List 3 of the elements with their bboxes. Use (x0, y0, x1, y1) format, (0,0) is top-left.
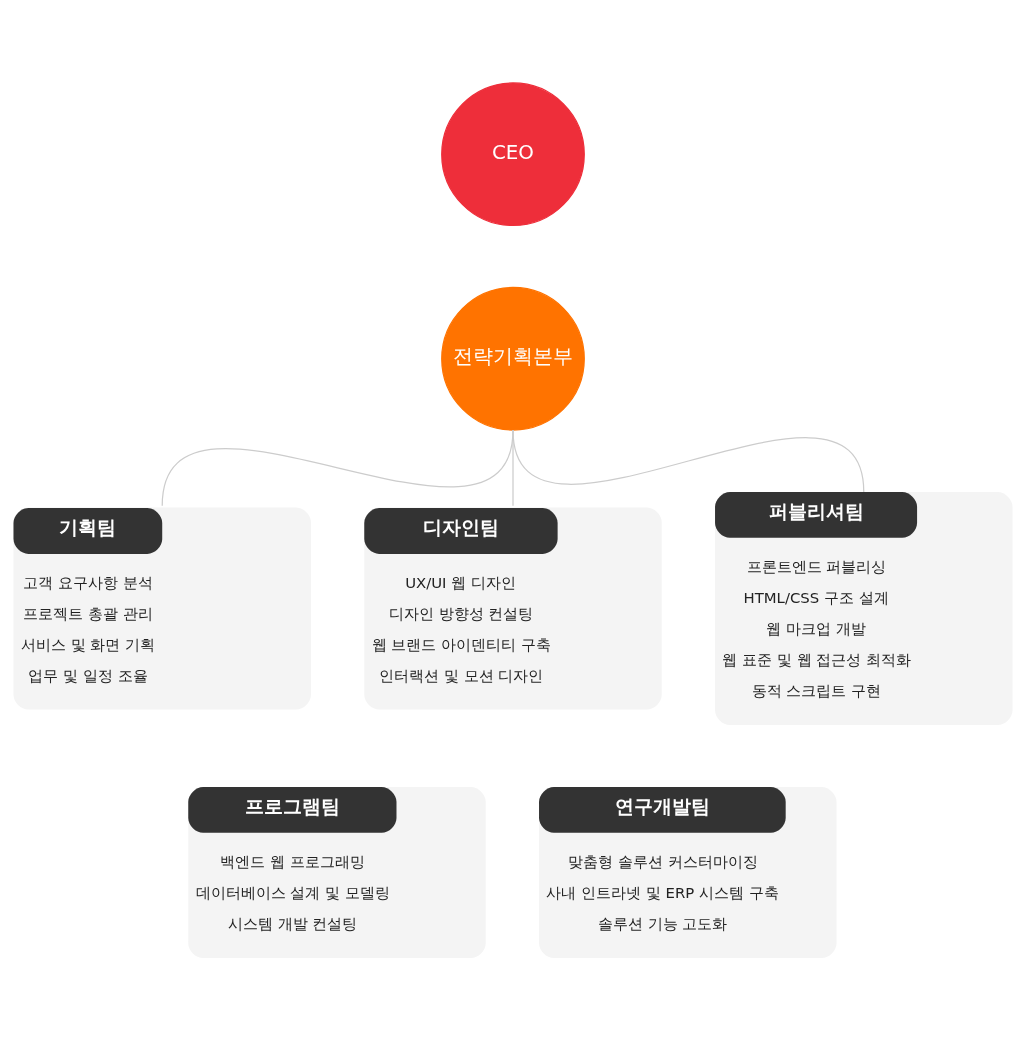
node-circle: CEO (441, 81, 585, 226)
node-circle: 전략기획본부 (441, 286, 585, 431)
connector (512, 428, 865, 493)
